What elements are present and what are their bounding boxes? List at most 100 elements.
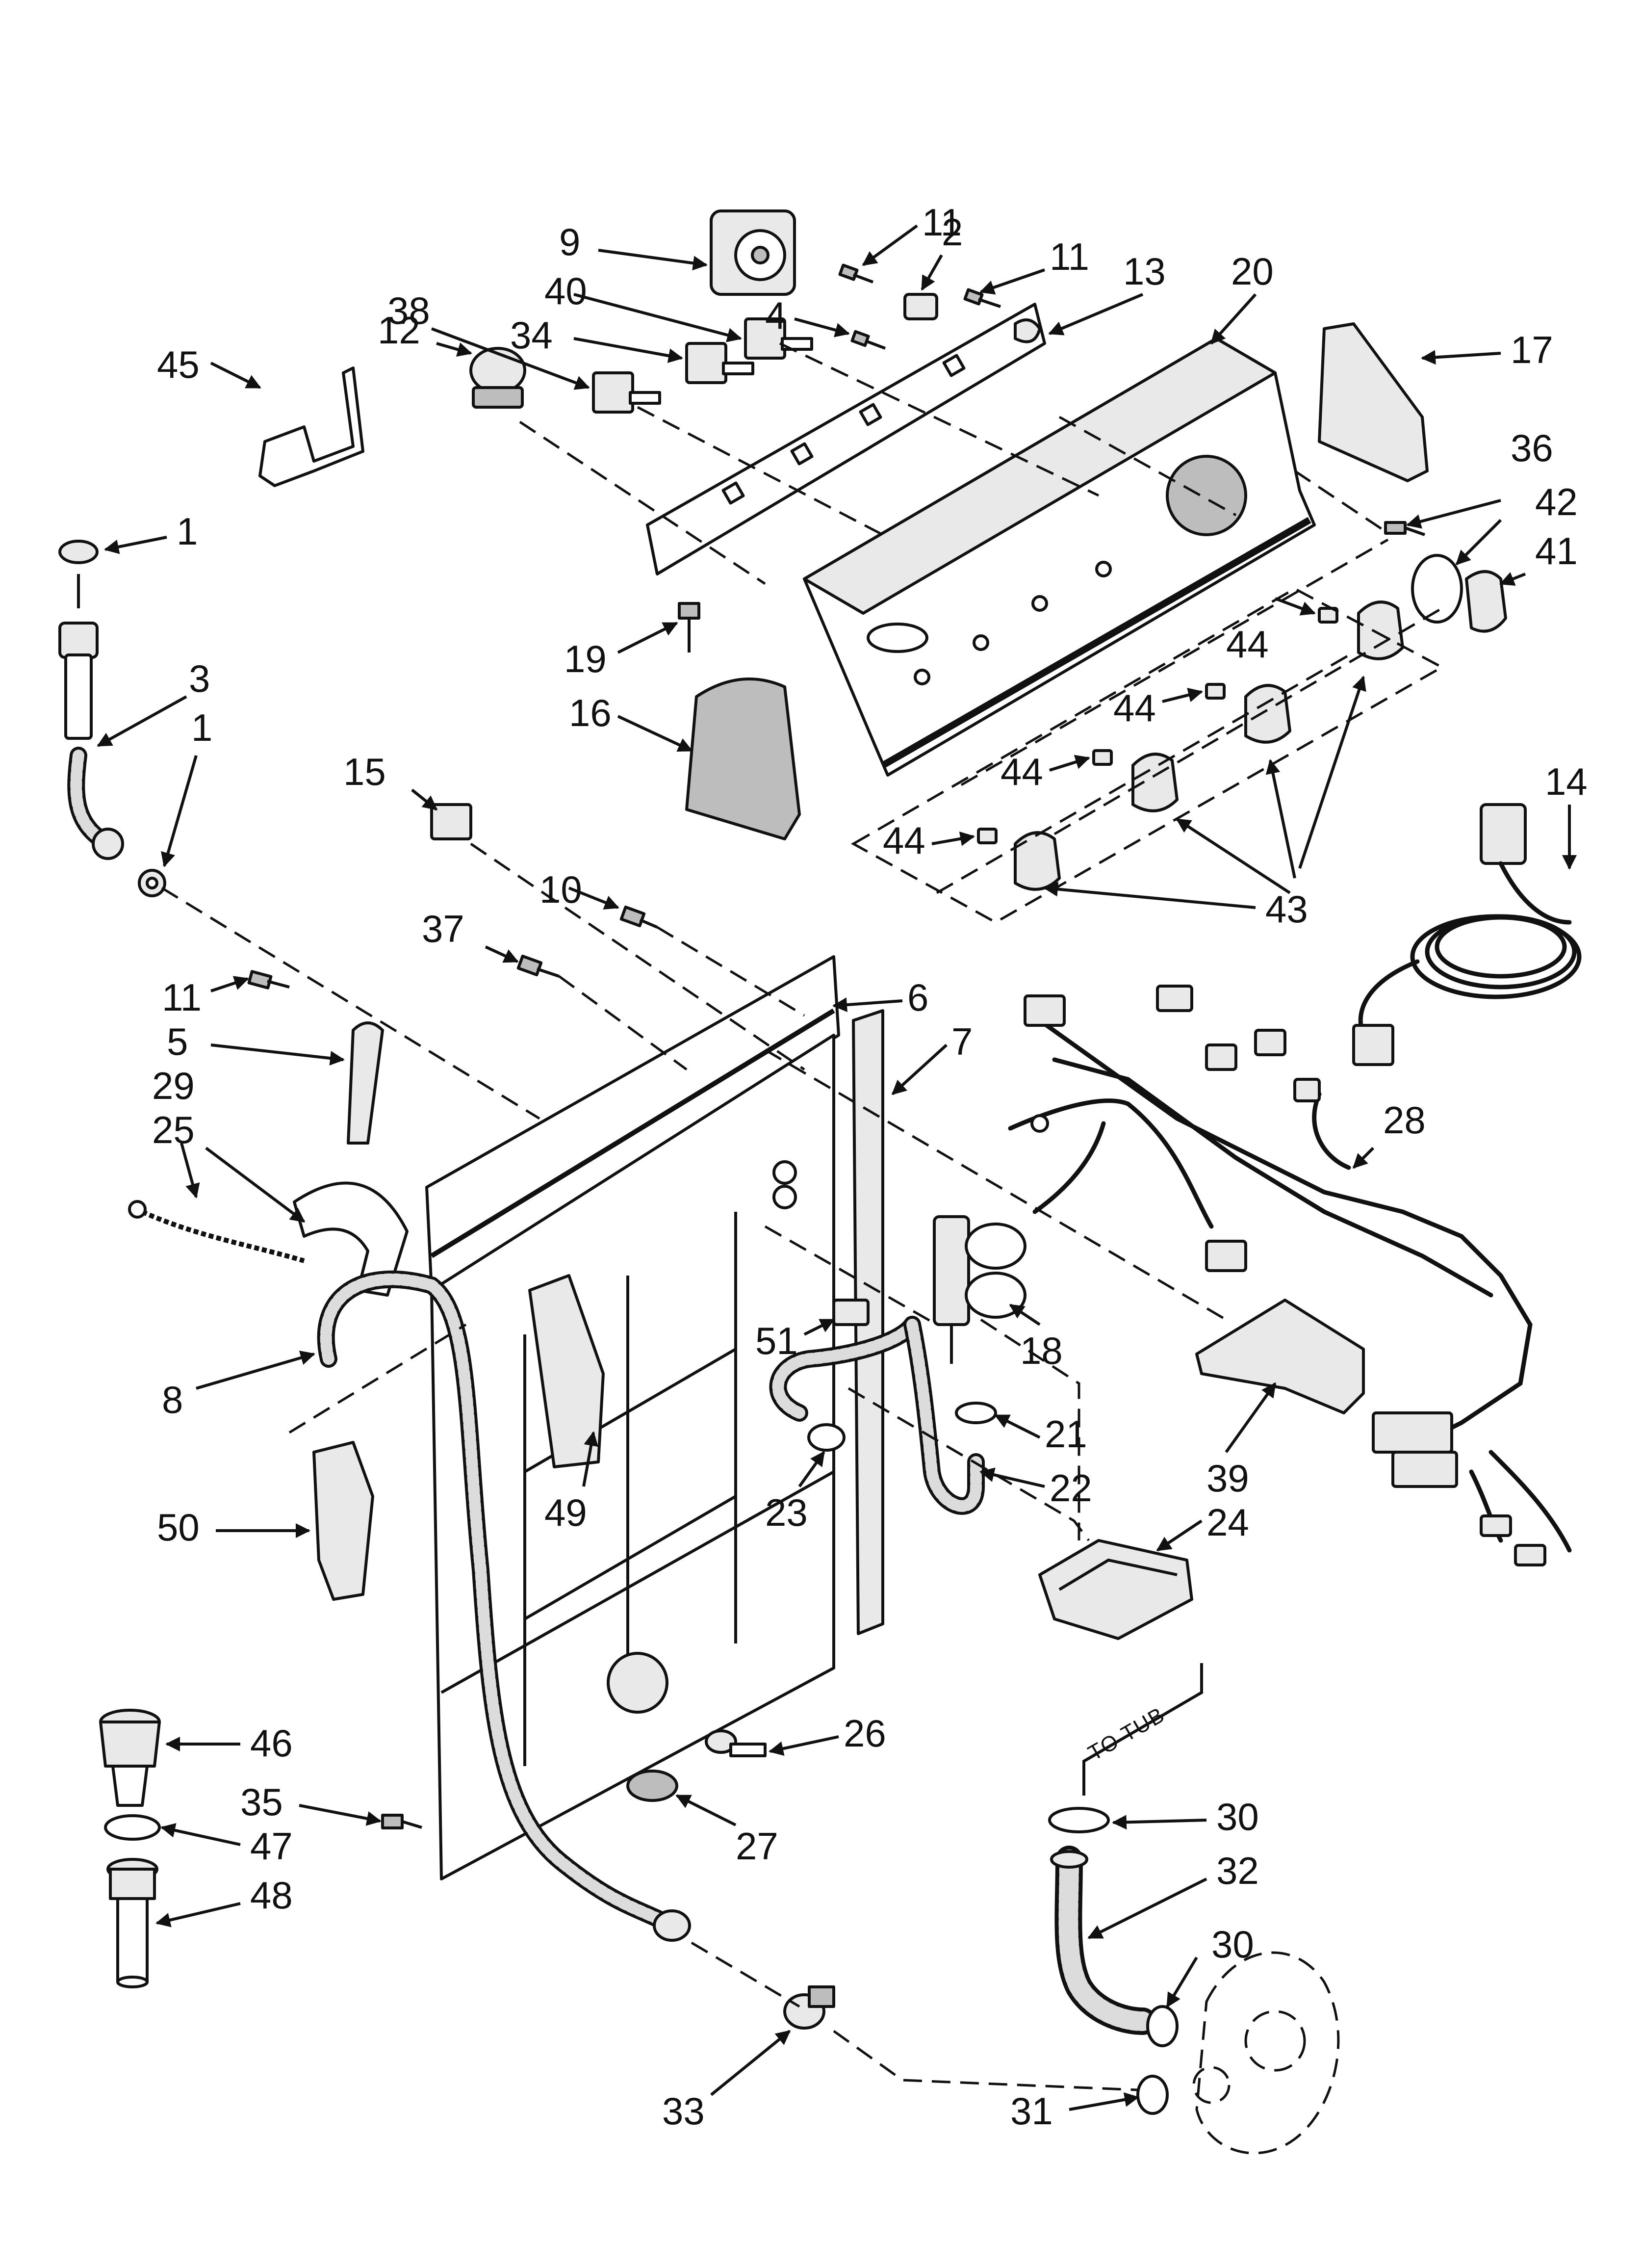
label-21: 21 [1045,1412,1087,1456]
connector-2 [1156,985,1193,1012]
label-18: 18 [1020,1329,1063,1372]
panel-port-2 [772,1185,797,1209]
wire-harness-28-c [1008,1098,1214,1229]
clamp-21 [955,1402,997,1424]
screw-36 [1384,521,1425,536]
knob-43-d [1014,831,1061,891]
timer-center [751,246,770,264]
ring-47 [104,1814,161,1841]
label-32: 32 [1216,1849,1259,1892]
label-30-a: 30 [1216,1795,1259,1838]
screw-11-b [963,288,1001,308]
wire-harness-28 [1037,1018,1533,1455]
panel-rib-6 [440,1470,835,1694]
label-15: 15 [343,750,386,793]
clip-44-d [977,828,998,844]
label-24: 24 [1206,1501,1249,1544]
switch-2 [903,293,938,320]
label-28: 28 [1383,1098,1426,1142]
clip-44-b [1205,683,1226,700]
label-23: 23 [765,1491,808,1534]
wiring-group [1008,803,1582,1566]
label-30-b: 30 [1211,1923,1254,1966]
coupler-46 [99,1709,161,1807]
callout-labels: 1 1 2 3 4 5 6 7 8 9 10 11 11 11 12 13 14… [152,201,1588,2133]
label-43: 43 [1265,887,1308,931]
plug-26 [705,1729,767,1757]
label-44-a: 44 [1226,623,1269,666]
label-34: 34 [510,313,553,357]
screw-4 [850,330,886,350]
label-36: 36 [1511,426,1553,469]
label-35: 35 [240,1780,283,1824]
clamp-23 [807,1423,846,1452]
knob-41 [1465,570,1507,633]
valve-group [528,1160,1090,1541]
label-10: 10 [539,868,582,911]
label-42: 42 [1535,480,1578,523]
inlet-align-line [764,1225,938,1326]
bracket-5 [347,1021,384,1145]
bottom-right-group [1048,1807,1340,2155]
to-tub-label: TO TUB [1084,1702,1169,1765]
connector-9 [1480,1514,1512,1537]
knob-43-b [1244,684,1291,744]
label-33: 33 [662,2089,705,2133]
connector-3 [1205,1043,1237,1071]
label-50: 50 [157,1506,200,1549]
tub-align-line [833,2030,1138,2091]
label-29: 29 [152,1064,195,1107]
label-16: 16 [569,691,612,734]
callout-arrows [97,224,1577,2111]
panel-rib-5 [524,1495,737,1620]
bracket-50 [312,1441,374,1601]
label-11-a: 11 [922,201,962,244]
label-2: 2 [942,210,963,254]
clamp-30-top [1048,1807,1110,1833]
switch-38 [592,371,661,414]
console-align-line-1 [519,420,766,585]
bracket-slot-1 [721,481,745,505]
dispenser-24 [1038,1539,1193,1640]
left-hose-group [58,540,540,1120]
clip-44-a [1318,607,1338,624]
label-44-c: 44 [1001,750,1043,793]
label-44-b: 44 [1113,686,1156,730]
console-align-line-3 [779,342,1100,497]
console-group [258,209,1507,924]
label-44-d: 44 [883,819,925,862]
label-13: 13 [1123,250,1166,293]
label-48: 48 [250,1874,293,1917]
screw-11-c [247,970,290,990]
label-1-top: 1 [177,510,198,553]
screw-37 [516,954,560,978]
label-4: 4 [765,294,786,337]
console-window [1166,455,1247,536]
label-22: 22 [1050,1466,1092,1510]
valve-drop-line [980,1318,1080,1540]
connector-7 [1372,1411,1453,1454]
console-align-line-4 [1058,416,1237,517]
bracket-slot-3 [859,403,882,426]
connector-4 [1254,1029,1286,1056]
clip-44-c [1092,749,1113,766]
label-17: 17 [1511,328,1553,371]
tie-25 [141,1209,305,1263]
bracket-45 [258,366,364,487]
label-14: 14 [1545,760,1588,803]
label-7: 7 [951,1020,973,1063]
switch-40 [744,317,813,360]
clamp-27 [626,1770,678,1802]
connector-5 [1293,1078,1321,1102]
knob-dashed-divider-1 [960,538,1389,786]
console-oval-opening [867,623,928,653]
wire-harness-28-b [1052,1057,1493,1298]
pressure-switch-12 [469,347,526,409]
bottom-left-group [99,1709,422,1988]
label-12: 12 [378,309,420,352]
knob-43-c [1131,753,1179,812]
console-panel-top [803,337,1277,615]
label-37: 37 [422,907,464,950]
ground-terminal [1030,1114,1049,1133]
